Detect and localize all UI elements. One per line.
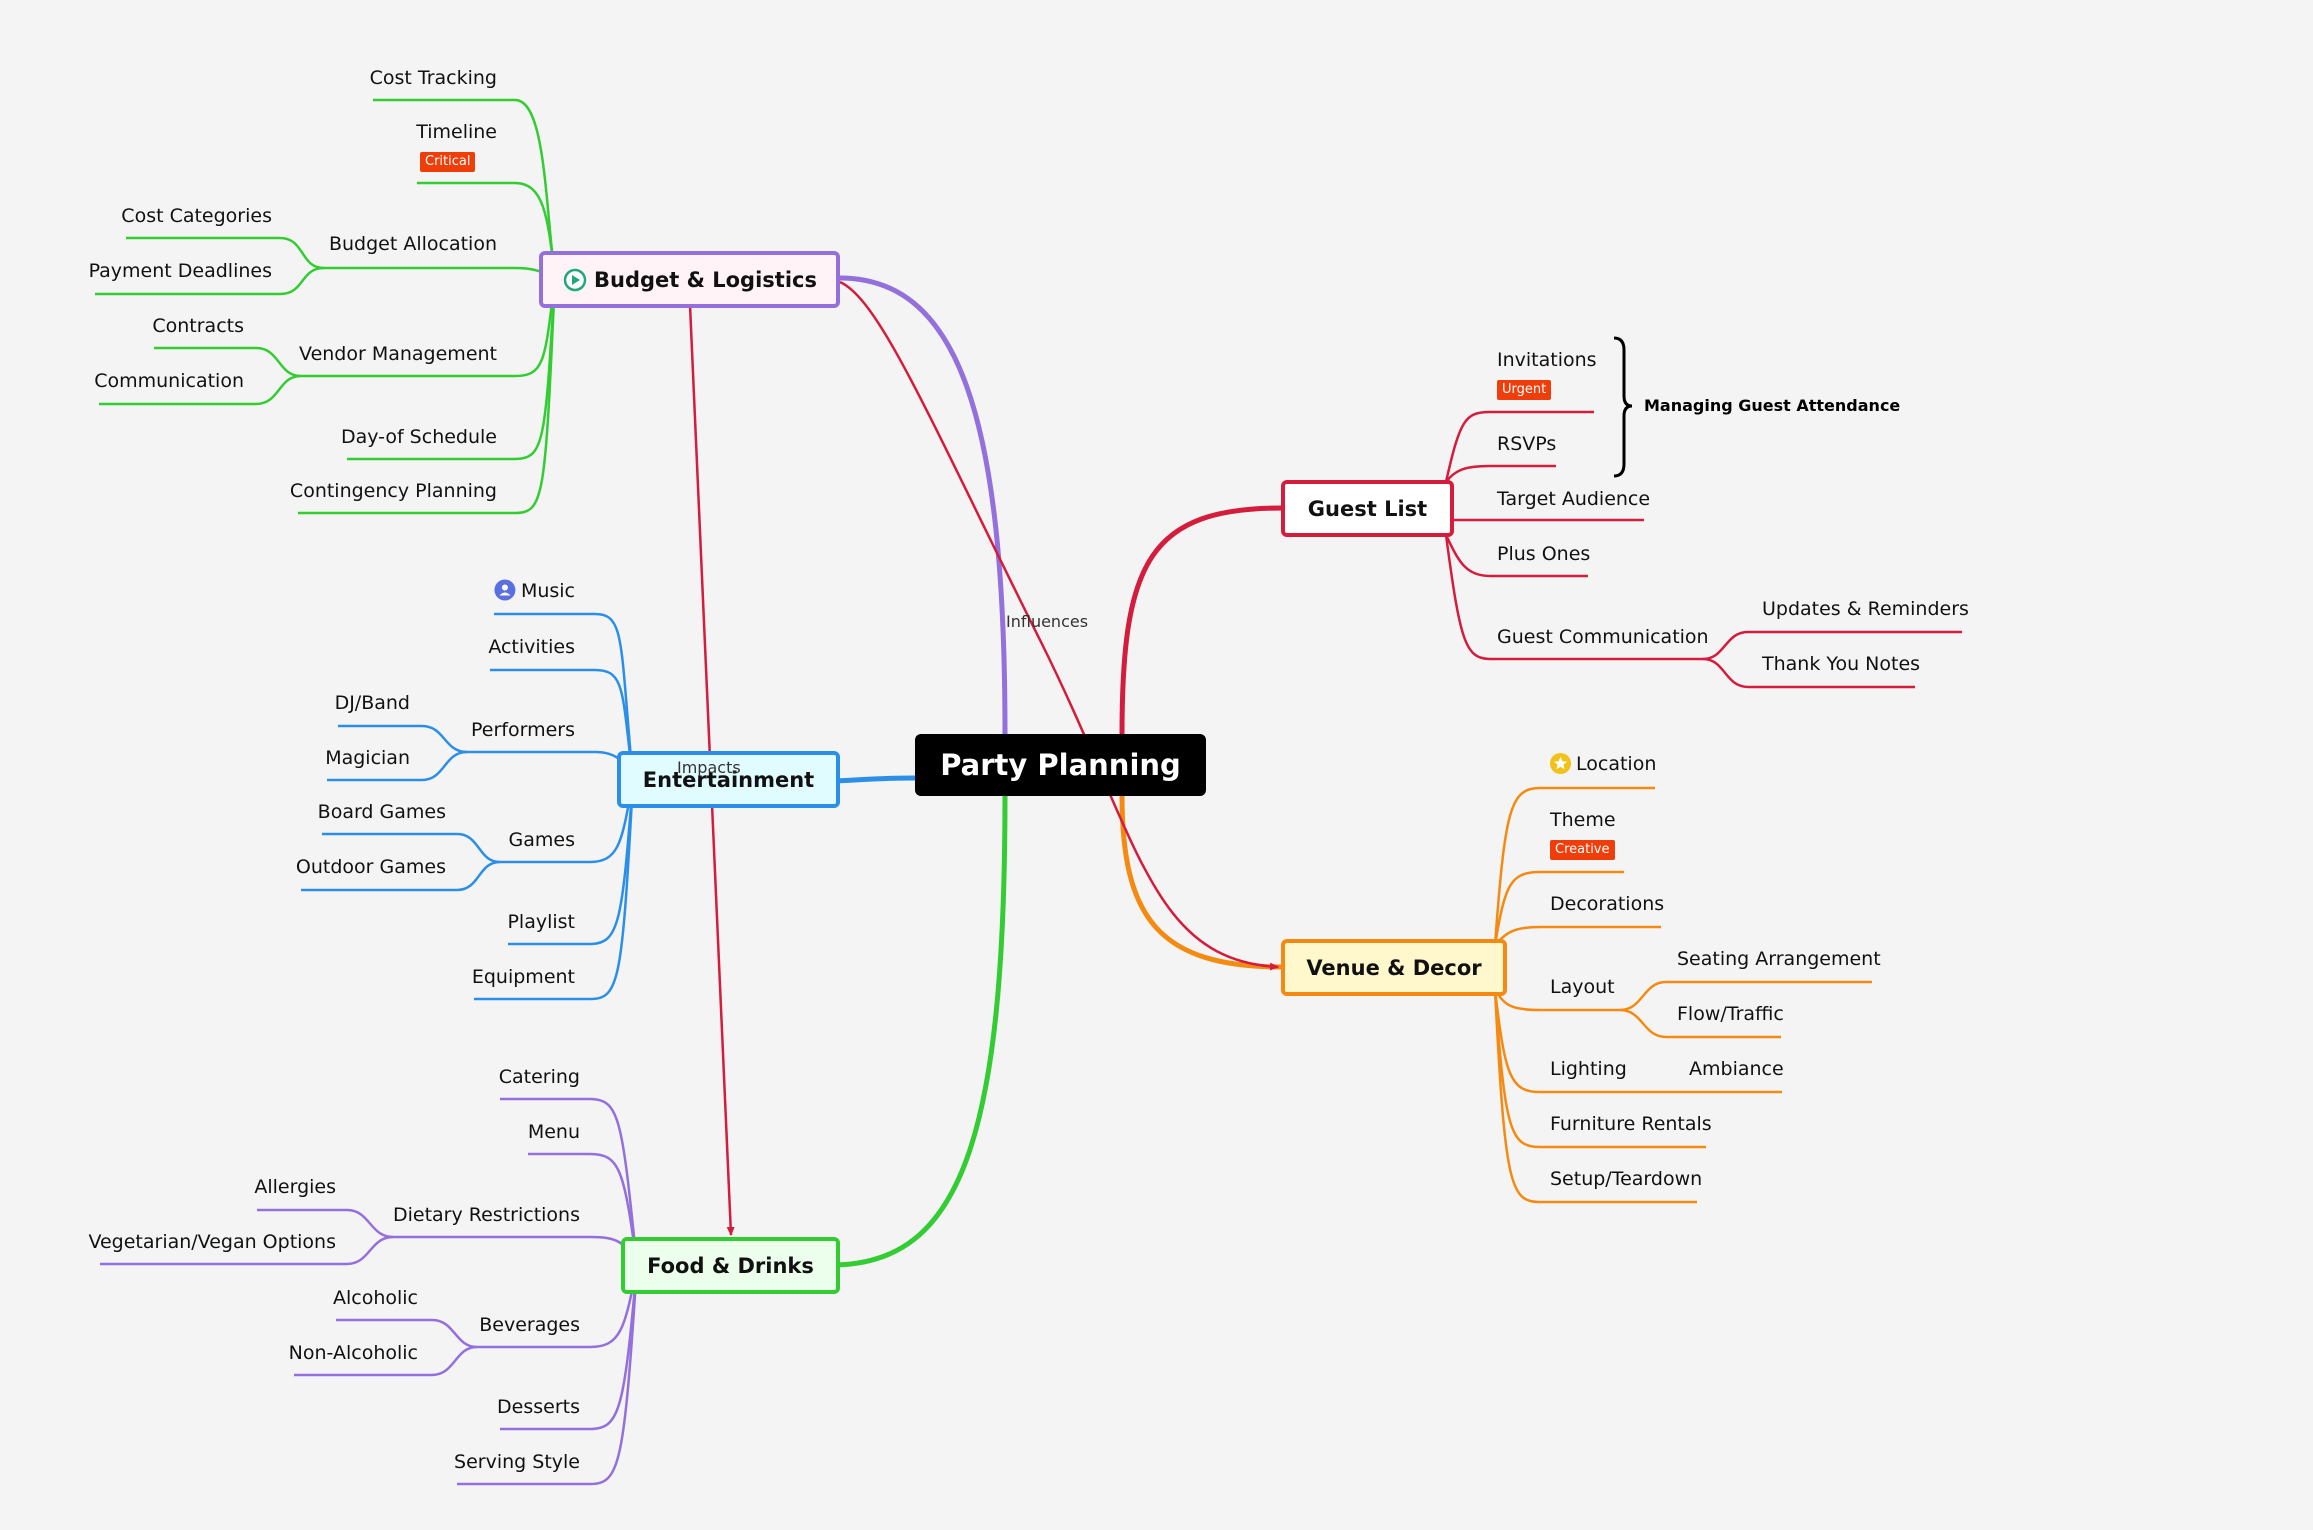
node-desserts[interactable]: Desserts	[497, 1396, 580, 1418]
node-games[interactable]: Games	[508, 829, 575, 851]
node-lighting[interactable]: Lighting	[1550, 1058, 1627, 1080]
node-ambiance[interactable]: Ambiance	[1689, 1058, 1784, 1080]
node-location[interactable]: Location	[1549, 752, 1656, 776]
central-topic[interactable]: Party Planning	[915, 734, 1206, 796]
node-non-alcoholic[interactable]: Non-Alcoholic	[288, 1342, 418, 1364]
node-playlist[interactable]: Playlist	[507, 911, 575, 933]
node-serving-style[interactable]: Serving Style	[454, 1451, 580, 1473]
branch-budget	[835, 275, 1008, 736]
node-plus-ones[interactable]: Plus Ones	[1497, 543, 1591, 565]
node-communication[interactable]: Communication	[94, 370, 244, 392]
badge-critical: Critical	[420, 152, 476, 172]
node-outdoor-games[interactable]: Outdoor Games	[295, 856, 446, 878]
node-thank-you-notes[interactable]: Thank You Notes	[1762, 653, 1921, 675]
node-budget-allocation[interactable]: Budget Allocation	[328, 233, 497, 255]
topic-food-drinks[interactable]: Food & Drinks	[621, 1237, 840, 1294]
node-equipment[interactable]: Equipment	[471, 966, 575, 988]
node-catering[interactable]: Catering	[498, 1066, 580, 1088]
relationship-influences	[839, 280, 1279, 971]
node-performers[interactable]: Performers	[471, 719, 575, 741]
node-beverages[interactable]: Beverages	[479, 1314, 580, 1336]
guest-subtree-lines	[1444, 410, 1962, 689]
node-day-of-schedule[interactable]: Day-of Schedule	[340, 426, 497, 448]
budget-subtree-lines	[95, 98, 557, 515]
topic-guest-label: Guest List	[1307, 496, 1428, 521]
main-branches	[835, 275, 1284, 1268]
node-decorations[interactable]: Decorations	[1550, 893, 1665, 915]
node-music[interactable]: Music	[494, 579, 575, 603]
node-contracts[interactable]: Contracts	[152, 315, 244, 337]
node-board-games[interactable]: Board Games	[317, 801, 446, 823]
node-theme[interactable]: Theme	[1550, 809, 1616, 831]
node-menu[interactable]: Menu	[527, 1121, 580, 1143]
node-activities[interactable]: Activities	[488, 636, 575, 658]
node-vendor-management[interactable]: Vendor Management	[299, 343, 497, 365]
play-circle-icon	[563, 268, 587, 291]
branch-venue	[1119, 794, 1284, 970]
topic-entertainment[interactable]: Entertainment	[617, 751, 840, 808]
node-timeline[interactable]: Timeline	[416, 121, 497, 143]
summary-brace	[1613, 336, 1633, 478]
topic-budget-logistics[interactable]: Budget & Logistics	[539, 251, 840, 308]
badge-creative: Creative	[1550, 840, 1615, 860]
node-music-label: Music	[520, 580, 575, 602]
badge-urgent: Urgent	[1497, 380, 1552, 400]
person-icon	[494, 579, 516, 601]
node-vegetarian-vegan[interactable]: Vegetarian/Vegan Options	[88, 1231, 336, 1253]
node-flow-traffic[interactable]: Flow/Traffic	[1677, 1003, 1784, 1025]
node-cost-tracking[interactable]: Cost Tracking	[369, 67, 497, 89]
node-cost-categories[interactable]: Cost Categories	[121, 205, 272, 227]
venue-subtree-lines	[1493, 786, 1872, 1204]
topic-venue-decor[interactable]: Venue & Decor	[1281, 939, 1507, 996]
relationship-label-impacts[interactable]: Impacts	[677, 758, 741, 777]
node-furniture-rentals[interactable]: Furniture Rentals	[1550, 1113, 1712, 1135]
relationship-label-influences[interactable]: Influences	[1006, 612, 1089, 631]
topic-venue-label: Venue & Decor	[1306, 955, 1482, 980]
node-payment-deadlines[interactable]: Payment Deadlines	[88, 260, 272, 282]
node-seating-arrangement[interactable]: Seating Arrangement	[1677, 948, 1881, 970]
node-invitations[interactable]: Invitations	[1497, 349, 1597, 371]
node-alcoholic[interactable]: Alcoholic	[332, 1287, 418, 1309]
node-dietary-restrictions[interactable]: Dietary Restrictions	[392, 1204, 580, 1226]
branch-entertainment	[835, 775, 916, 784]
branch-food	[835, 794, 1008, 1268]
node-location-label: Location	[1576, 753, 1657, 775]
node-contingency-planning[interactable]: Contingency Planning	[289, 480, 497, 502]
branch-guest	[1119, 505, 1284, 736]
node-guest-communication[interactable]: Guest Communication	[1497, 626, 1709, 648]
topic-food-label: Food & Drinks	[647, 1253, 814, 1278]
node-setup-teardown[interactable]: Setup/Teardown	[1550, 1168, 1703, 1190]
topic-budget-label: Budget & Logistics	[594, 267, 817, 292]
node-magician[interactable]: Magician	[325, 747, 410, 769]
node-target-audience[interactable]: Target Audience	[1497, 488, 1651, 510]
node-rsvps[interactable]: RSVPs	[1497, 433, 1557, 455]
node-dj-band[interactable]: DJ/Band	[334, 692, 410, 714]
node-updates-reminders[interactable]: Updates & Reminders	[1762, 598, 1969, 620]
node-allergies[interactable]: Allergies	[254, 1176, 336, 1198]
topic-entertainment-label: Entertainment	[642, 767, 815, 792]
star-icon	[1549, 752, 1572, 774]
topic-guest-list[interactable]: Guest List	[1281, 480, 1454, 537]
node-layout[interactable]: Layout	[1550, 976, 1615, 998]
summary-managing-guest-attendance[interactable]: Managing Guest Attendance	[1644, 396, 1901, 415]
